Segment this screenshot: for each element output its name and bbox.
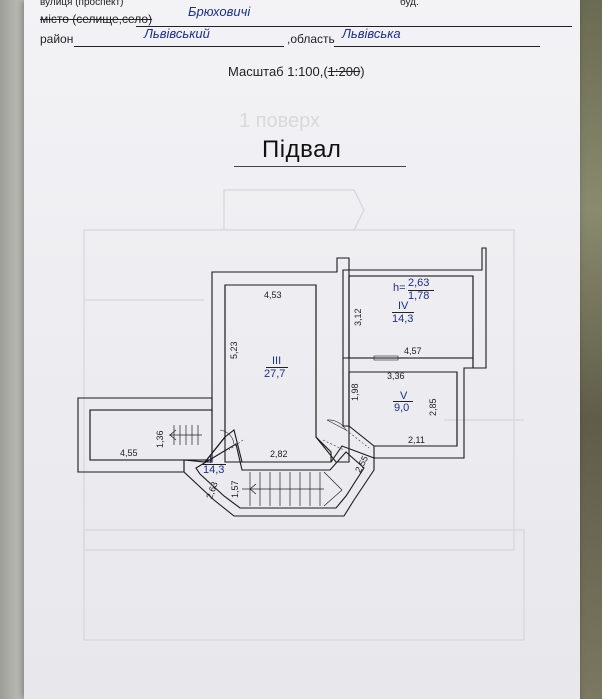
room-V-id: V	[400, 390, 408, 402]
page-title: Підвал	[262, 136, 342, 163]
dim-285: 2,85	[428, 398, 438, 416]
city-label: місто (селище,село)	[40, 12, 153, 26]
scale-prefix: Масштаб 1:100,(	[228, 64, 328, 79]
dim-157: 1,57	[230, 480, 240, 498]
dim-312: 3,12	[353, 308, 363, 326]
room-IV-id: IV	[398, 300, 409, 312]
room-V-area: 9,0	[394, 402, 410, 414]
room-V-divider	[393, 401, 413, 402]
district-label: район	[40, 32, 74, 46]
scale-suffix: )	[360, 64, 365, 79]
title-underline	[234, 166, 406, 167]
dim-523: 5,23	[229, 341, 239, 359]
building-label: буд.	[400, 0, 419, 8]
faint-floor-title: 1 поверх	[239, 110, 321, 132]
dim-336: 3,36	[387, 371, 405, 381]
room-I-divider	[202, 464, 226, 465]
height-divider	[408, 290, 434, 291]
city-value: Брюховичі	[188, 4, 251, 19]
scale-struck: 1:200	[327, 64, 361, 79]
room-III-area: 27,7	[264, 368, 286, 380]
region-label: ,область	[287, 32, 335, 46]
dim-198: 1,98	[350, 383, 360, 401]
room-III-divider	[266, 367, 288, 368]
height-label: h=	[393, 282, 406, 294]
region-underline	[334, 46, 540, 47]
height-bottom: 1,78	[408, 290, 430, 302]
district-value: Львівський	[144, 26, 210, 41]
dim-136: 1,36	[155, 430, 165, 448]
room-IV-area: 14,3	[392, 313, 414, 325]
floor-plan	[77, 189, 525, 641]
scale-text: Масштаб 1:100,(1:200)	[228, 64, 365, 79]
dim-457: 4,57	[404, 346, 422, 356]
height-top: 2,63	[408, 277, 430, 289]
dim-455: 4,55	[120, 448, 138, 458]
region-value: Львівська	[342, 26, 401, 41]
room-III-id: III	[272, 355, 282, 367]
dim-453: 4,53	[264, 290, 282, 300]
street-label: вулиця (проспект)	[40, 0, 124, 8]
city-underline	[136, 26, 572, 27]
dim-282: 2,82	[270, 449, 288, 459]
district-underline	[74, 46, 284, 47]
room-I-area: 14,3	[203, 464, 225, 476]
dim-211: 2,11	[408, 435, 425, 445]
room-IV-divider	[392, 312, 414, 313]
room-I-id: I	[209, 454, 213, 466]
plan-sheet: вулиця (проспект) буд. місто (селище,сел…	[24, 0, 580, 699]
